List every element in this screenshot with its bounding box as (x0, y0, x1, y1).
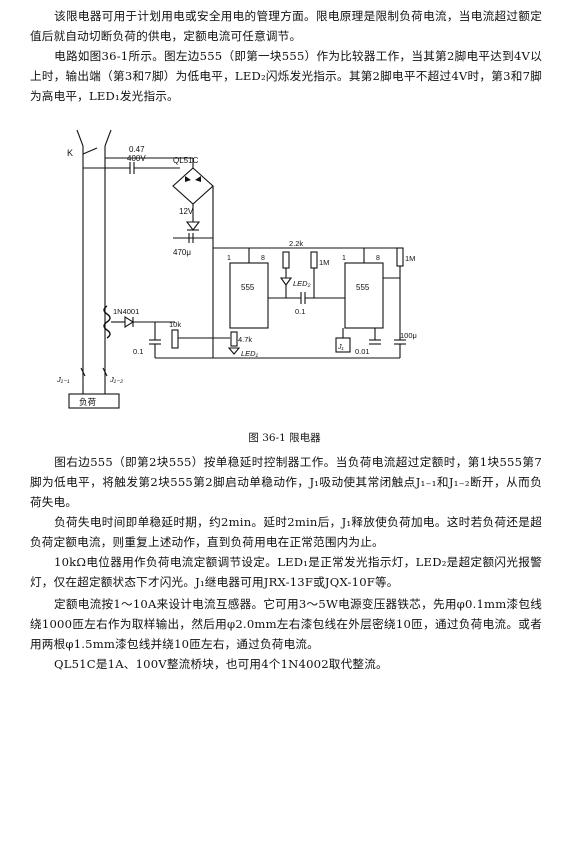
label-led2: LED₂ (293, 279, 311, 288)
label-pin8-left: 8 (261, 255, 265, 262)
label-bridge: QL51C (173, 156, 199, 165)
paragraph-circuit-description: 电路如图36-1所示。图左边555（即第一块555）作为比较器工作，当其第2脚电… (30, 49, 542, 103)
label-cap-mid: 0.1 (295, 307, 305, 316)
paragraph-intro: 该限电器可用于计划用电或安全用电的管理方面。限电原理是限制负荷电流，当电流超过额… (30, 9, 542, 43)
resistor-2k2 (282, 251, 290, 269)
label-pin1-left: 1 (227, 255, 231, 262)
label-diode: 1N4001 (113, 307, 139, 316)
mains-input-left (76, 129, 84, 147)
label-led1: LED₁ (241, 349, 259, 358)
led2 (279, 277, 293, 286)
diode-1n4001 (124, 316, 135, 328)
label-cap-left: 0.1 (133, 347, 143, 356)
bridge-rectifier (172, 167, 214, 205)
label-relay: J₁ (337, 344, 345, 351)
circuit-diagram: K 0.47 400V QL51C 12V 470μ 555 1 8 555 1… (56, 129, 417, 409)
paragraph-transformer-description: 定额电流按1～10A来设计电流互感器。它可用3～5W电源变压器铁芯，先用φ0.1… (30, 597, 542, 651)
chip-555-left (229, 262, 269, 329)
label-r-1m-mid: 1M (319, 258, 329, 267)
resistor-1m-mid (310, 251, 318, 269)
label-pin8-right: 8 (376, 255, 380, 262)
potentiometer-10k (171, 329, 179, 349)
resistor-4k7 (230, 331, 238, 347)
paragraph-delay-description: 负荷失电时间即单稳延时期，约2min。延时2min后，J₁释放使负荷加电。这时若… (30, 515, 542, 549)
current-transformer (103, 305, 111, 339)
paragraph-timer-description: 图右边555（即第2块555）按单稳延时控制器工作。当负荷电流超过定额时，第1块… (30, 455, 542, 509)
load-box (68, 393, 120, 409)
label-r-4k7: 4.7k (238, 335, 252, 344)
label-r-2k2: 2.2k (289, 239, 303, 248)
label-cap-001: 0.01 (355, 347, 370, 356)
label-pin1-right: 1 (342, 255, 346, 262)
chip-555-right (344, 262, 384, 329)
contact-j1-1 (80, 367, 86, 377)
contact-j1-2 (102, 367, 108, 377)
label-cap-100u: 100μ (400, 331, 417, 340)
label-contact2: J₁₋₂ (109, 375, 123, 384)
label-contact1: J₁₋₁ (56, 375, 70, 384)
paragraph-bridge-note: QL51C是1A、100V整流桥块，也可用4个1N4002取代整流。 (54, 657, 388, 671)
figure-caption: 图 36-1 限电器 (248, 432, 321, 444)
label-r-1m-right: 1M (405, 254, 415, 263)
mains-input-right (104, 129, 112, 147)
led1 (227, 347, 241, 355)
label-pot: 10k (169, 320, 181, 329)
resistor-1m-right (396, 247, 404, 267)
zener-diode (185, 221, 201, 231)
label-chip-left: 555 (241, 283, 255, 292)
label-zener: 12V (179, 207, 194, 216)
label-chip-right: 555 (356, 283, 370, 292)
label-filter-cap: 470μ (173, 248, 191, 257)
label-load: 负荷 (79, 397, 97, 407)
paragraph-pot-description: 10kΩ电位器用作负荷电流定额调节设定。LED₁是正常发光指示灯，LED₂是超定… (30, 555, 542, 589)
switch-k (82, 147, 98, 155)
label-switch-k: K (67, 148, 73, 158)
label-cap-value: 0.47 (129, 145, 145, 154)
